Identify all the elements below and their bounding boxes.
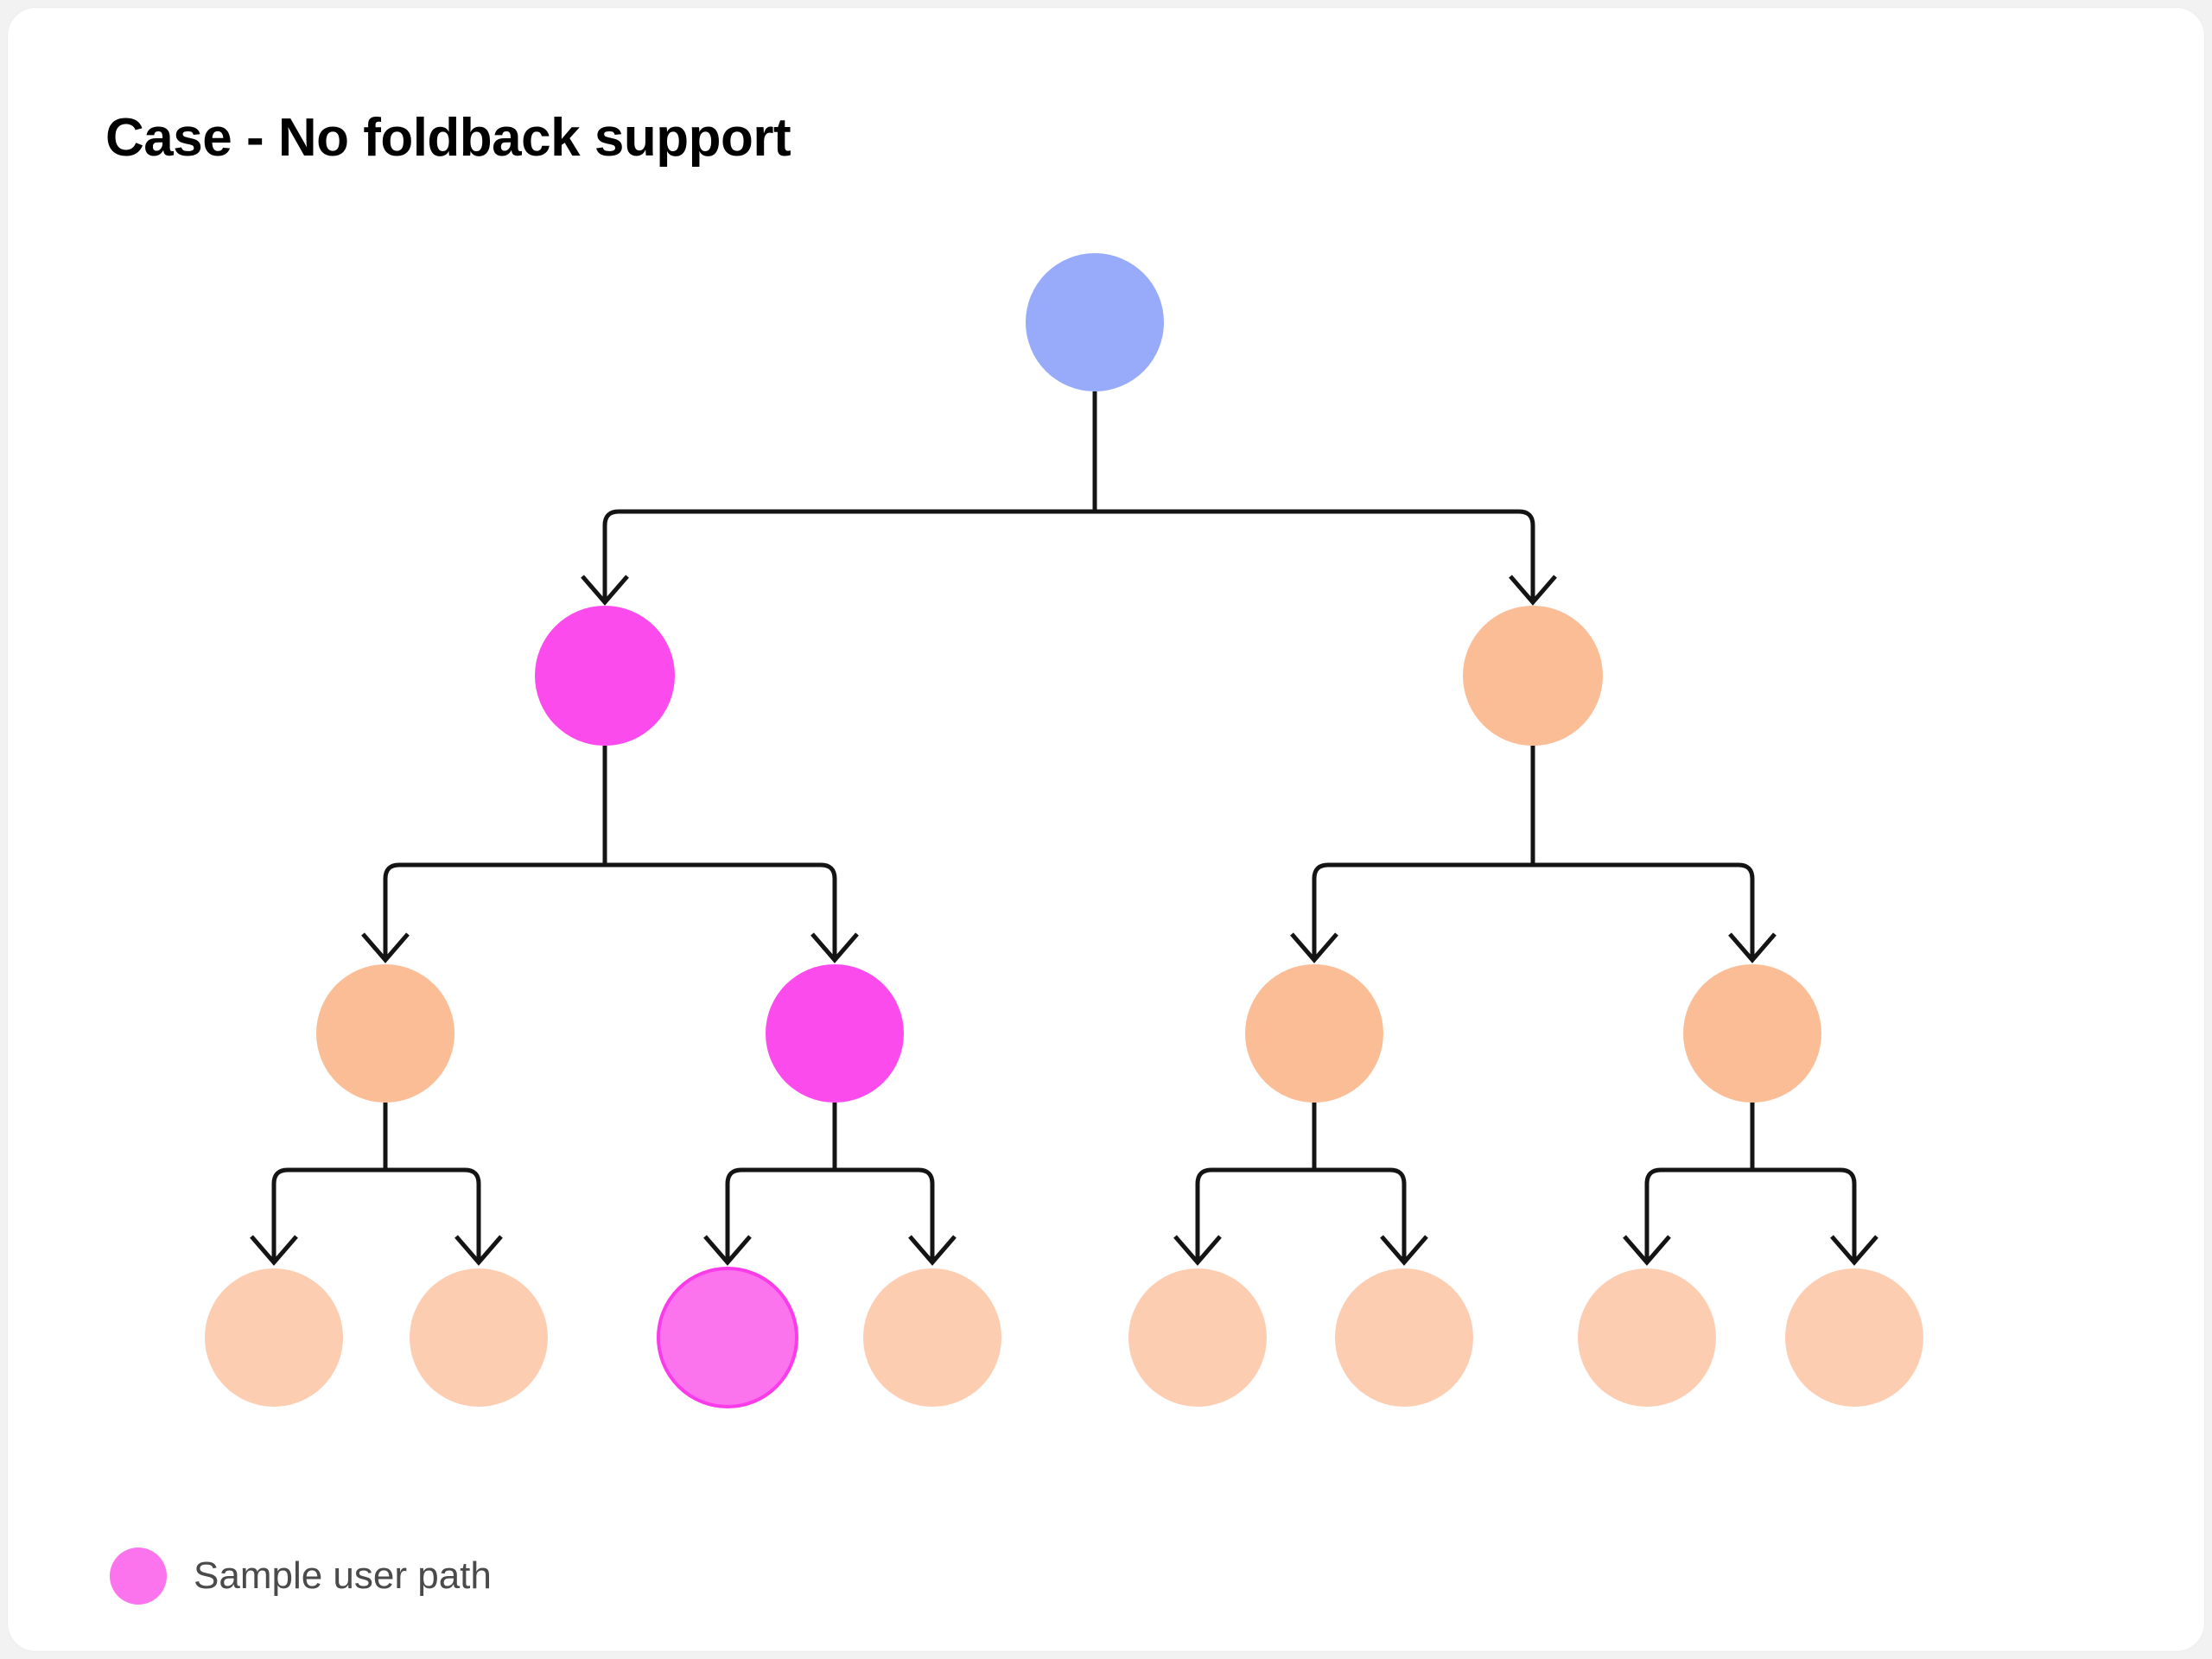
tree-node[interactable] <box>1683 964 1821 1103</box>
connector-arrowhead <box>1290 932 1338 963</box>
connector-group <box>361 746 859 963</box>
connector-arrowhead <box>1623 1235 1671 1266</box>
connector-elbow <box>1644 1167 1752 1259</box>
connector-group <box>1173 1103 1428 1266</box>
connector-arrowhead <box>908 1235 957 1266</box>
tree-diagram <box>205 253 1923 1408</box>
legend-swatch-icon <box>110 1548 167 1605</box>
tree-node-user-path[interactable] <box>766 964 904 1103</box>
connector-arrowhead <box>250 1235 298 1266</box>
connector-arrowhead <box>581 575 629 606</box>
connector-elbow <box>1752 1167 1857 1259</box>
legend-label: Sample user path <box>194 1554 492 1597</box>
legend: Sample user path <box>110 1548 492 1605</box>
tree-node[interactable] <box>410 1268 548 1407</box>
connector-group <box>250 1103 503 1266</box>
tree-node[interactable] <box>1128 1268 1267 1407</box>
connector-arrowhead <box>810 932 859 963</box>
diagram-card: Case - No foldback support Sample user p… <box>7 7 2205 1652</box>
connector-arrowhead <box>1728 932 1777 963</box>
connector-arrowhead <box>361 932 410 963</box>
connector-elbow <box>725 1167 835 1259</box>
connector-arrowhead <box>1509 575 1557 606</box>
connector-elbow <box>1095 509 1535 599</box>
tree-node[interactable] <box>1335 1268 1473 1407</box>
connector-group <box>581 391 1557 606</box>
connector-elbow <box>271 1167 385 1259</box>
connector-arrowhead <box>1830 1235 1878 1266</box>
tree-node[interactable] <box>1463 606 1603 746</box>
tree-node-user-path[interactable] <box>657 1267 798 1408</box>
tree-node-user-path[interactable] <box>535 606 675 746</box>
tree-node[interactable] <box>1785 1268 1923 1407</box>
connector-elbow <box>1312 862 1533 957</box>
connector-elbow <box>835 1167 935 1259</box>
tree-node[interactable] <box>1578 1268 1716 1407</box>
connector-layer <box>250 391 1878 1266</box>
connector-elbow <box>1195 1167 1314 1259</box>
tree-node[interactable] <box>1026 253 1164 391</box>
connector-arrowhead <box>1380 1235 1428 1266</box>
connector-arrowhead <box>1173 1235 1222 1266</box>
connector-elbow <box>1533 862 1755 957</box>
tree-node[interactable] <box>1245 964 1383 1103</box>
connector-elbow <box>1314 1167 1407 1259</box>
connector-group <box>1290 746 1777 963</box>
connector-elbow <box>602 509 1095 599</box>
page-title: Case - No foldback support <box>105 108 791 168</box>
tree-node[interactable] <box>316 964 454 1103</box>
connector-group <box>1623 1103 1878 1266</box>
tree-node[interactable] <box>205 1268 343 1407</box>
tree-node[interactable] <box>863 1268 1001 1407</box>
connector-arrowhead <box>703 1235 752 1266</box>
connector-arrowhead <box>454 1235 503 1266</box>
connector-elbow <box>385 1167 481 1259</box>
connector-elbow <box>383 862 605 957</box>
connector-elbow <box>605 862 837 957</box>
node-layer <box>205 253 1923 1408</box>
connector-group <box>703 1103 957 1266</box>
